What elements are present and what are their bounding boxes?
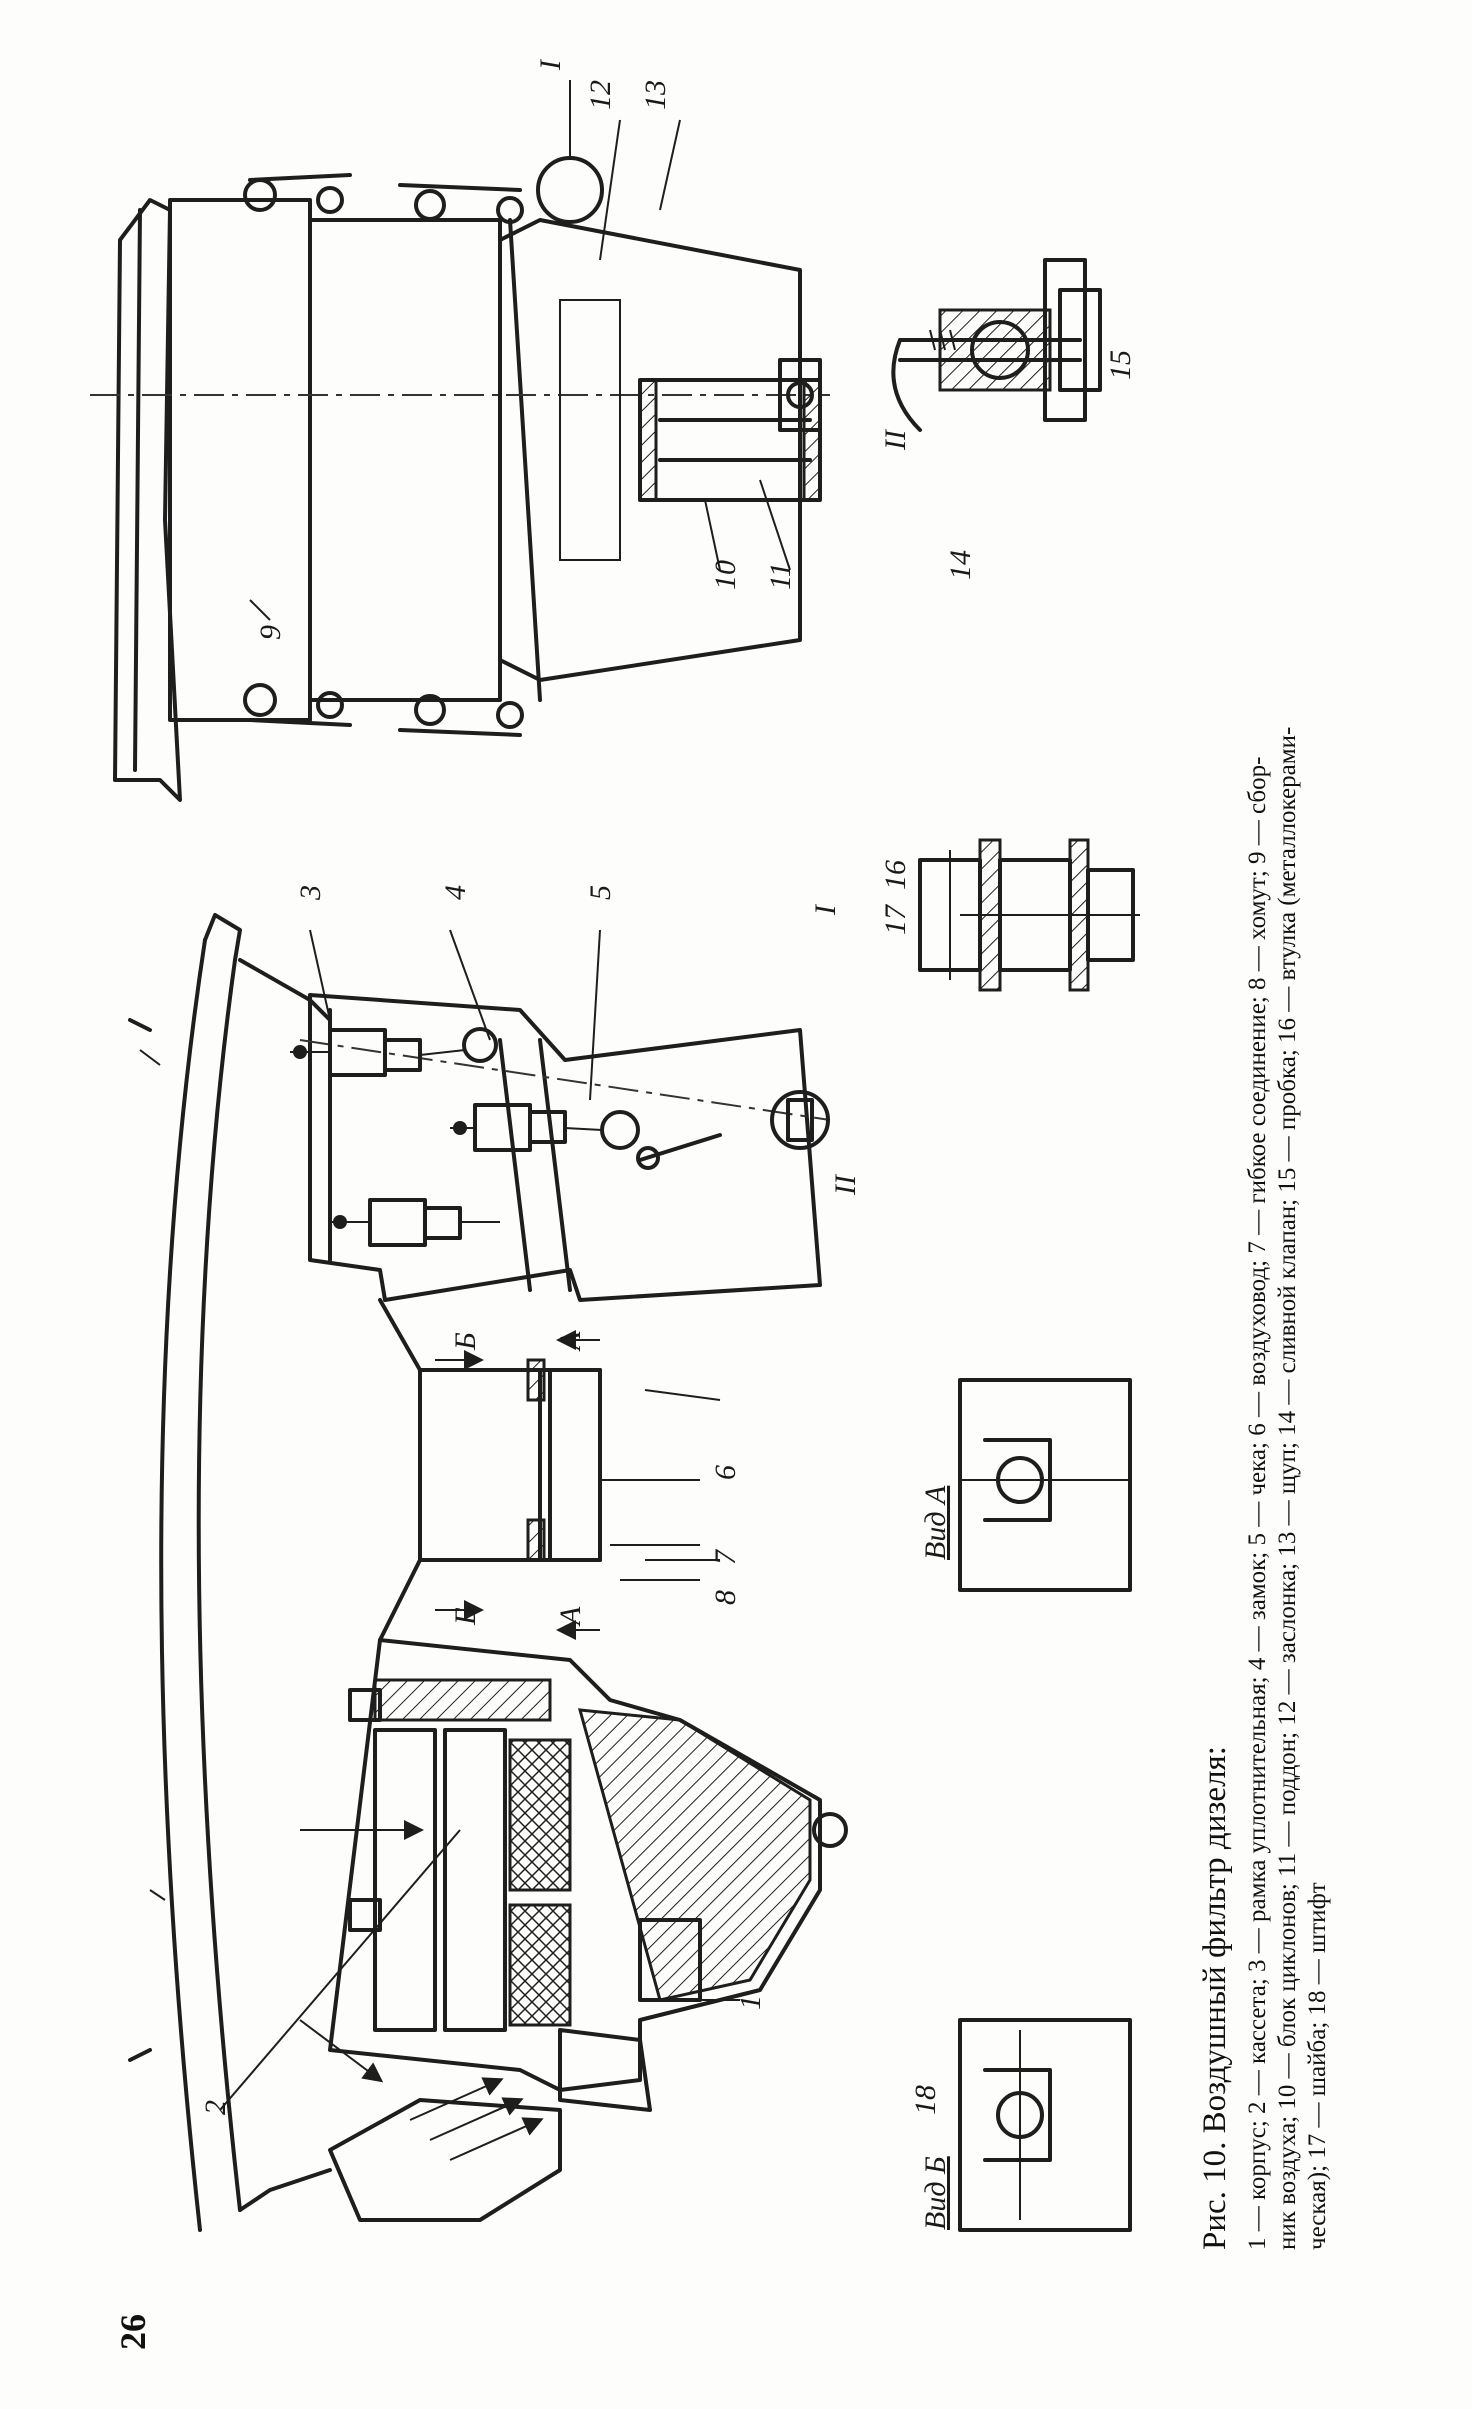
arrow-label-a-right: A [554,1606,587,1627]
page-number: 26 [113,2314,153,2350]
callout-5: 5 [584,885,617,900]
lock-5-upper [450,1103,640,1152]
detail-II-drawing [891,258,1102,432]
view-b-label: Вид Б [919,2156,952,2230]
callout-16: 16 [879,860,912,890]
callout-17: 17 [879,903,912,935]
arrow-label-b-right: Б [449,1607,482,1626]
callout-2: 2 [199,2100,232,2115]
figure-caption: Рис. 10. Воздушный фильтр дизеля: 1 — ко… [1197,727,1331,2250]
lock-lower-upper [330,1198,500,1247]
callout-11: 11 [764,562,797,590]
callout-8: 8 [709,1590,742,1605]
callout-4: 4 [439,885,472,900]
callout-14: 14 [944,550,977,580]
view-a-label: Вид А [919,1485,952,1560]
lock-4-upper [290,1027,498,1077]
arrow-label-a-left: A [554,1331,587,1352]
main-assembly-drawing [128,913,848,2232]
clamps-top [243,173,524,224]
clamps-bottom [243,683,524,737]
callout-1: 1 [734,1995,767,2010]
callout-3: 3 [294,885,327,901]
callout-7: 7 [709,1548,742,1565]
callout-9: 9 [254,625,287,640]
caption-title: Рис. 10. Воздушный фильтр дизеля: [1197,1746,1233,2250]
arrow-label-b-left: Б [449,1332,482,1351]
callout-10: 10 [709,560,742,590]
callout-6: 6 [709,1465,742,1480]
detail-I-drawing [918,838,1140,992]
callout-15: 15 [1104,350,1137,380]
callout-labels: 1 2 3 4 5 6 7 8 9 10 11 12 13 14 15 16 1… [199,58,1137,2230]
view-b-drawing [958,2018,1132,2232]
caption-line-3: ческая); 17 — шайба; 18 — штифт [1304,1882,1331,2250]
caption-line-2: ник воздуха; 10 — блок циклонов; 11 — по… [1274,727,1301,2250]
side-view-drawing [90,80,830,802]
detail-II-title: II [879,428,912,451]
view-a-drawing [958,1378,1132,1592]
callout-13: 13 [639,80,672,110]
detail-I-marker: I [534,58,567,71]
caption-line-1: 1 — корпус; 2 — кассета; 3 — рамка уплот… [1244,757,1271,2250]
detail-I-title: I [809,903,842,916]
callout-18: 18 [909,2085,942,2115]
detail-II-marker: II [829,1173,862,1196]
callout-12: 12 [584,80,617,110]
